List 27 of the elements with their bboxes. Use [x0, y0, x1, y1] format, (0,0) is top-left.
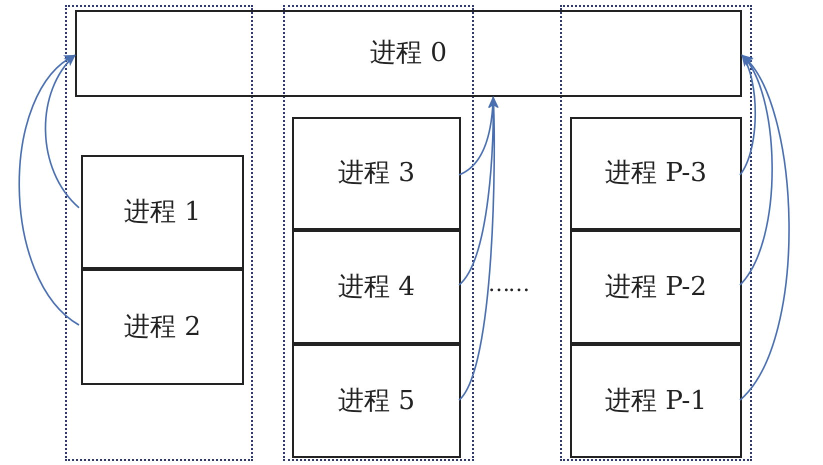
process-box — [570, 344, 742, 458]
process-box — [292, 230, 461, 344]
process-box — [570, 117, 742, 230]
process-label: 进程 P-3 — [605, 157, 707, 190]
process-label: 进程 5 — [338, 384, 415, 418]
process-label: 进程 1 — [124, 196, 201, 228]
dashed-group-box — [283, 5, 474, 461]
process-label: 进程 0 — [370, 37, 447, 70]
dashed-group-box — [65, 5, 253, 461]
process-box — [75, 10, 742, 97]
process-box — [81, 269, 244, 385]
curved-arrow — [739, 54, 790, 401]
process-label: 进程 P-2 — [605, 270, 707, 304]
curved-arrow — [739, 54, 773, 286]
process-box — [81, 155, 244, 269]
process-box — [570, 230, 742, 344]
process-label: 进程 4 — [338, 270, 415, 304]
curved-arrow — [458, 96, 499, 401]
dashed-group-box — [560, 5, 752, 461]
process-label: 进程 3 — [338, 157, 415, 190]
ellipsis-label: …… — [488, 271, 528, 299]
curved-arrow — [458, 96, 498, 176]
process-box — [292, 117, 461, 230]
curved-arrow — [44, 54, 80, 208]
process-box — [292, 344, 461, 458]
process-label: 进程 P-1 — [605, 384, 707, 418]
process-label: 进程 2 — [124, 310, 201, 344]
